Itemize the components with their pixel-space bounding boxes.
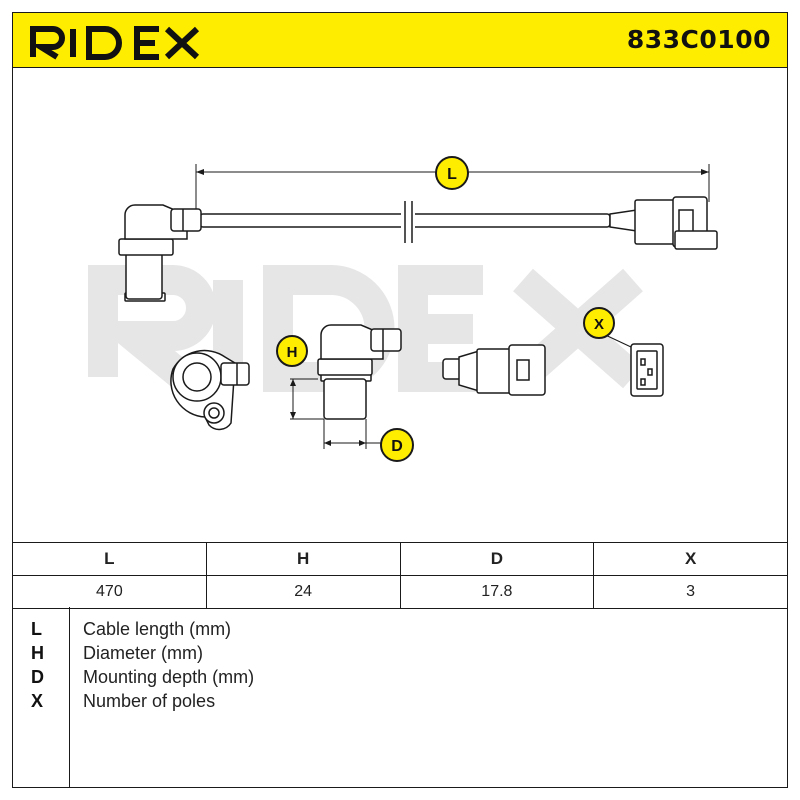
- callout-l: L: [435, 156, 469, 190]
- height-dimension: [290, 378, 324, 420]
- specs-value-x: 3: [593, 575, 788, 609]
- part-number: 833C0100: [626, 25, 771, 54]
- specs-header-h: H: [205, 542, 401, 576]
- svg-text:L: L: [447, 166, 457, 183]
- legend-item: H Diameter (mm): [13, 643, 783, 667]
- connector-pin-view: [598, 331, 664, 397]
- legend-desc: Cable length (mm): [83, 619, 232, 639]
- svg-text:X: X: [594, 316, 604, 333]
- legend-key: H: [31, 643, 44, 663]
- drawing-canvas: L H D X: [88, 156, 718, 462]
- specs-value-l: 470: [12, 575, 207, 609]
- callout-h: H: [276, 335, 308, 367]
- legend-divider: [69, 607, 70, 787]
- legend-desc: Mounting depth (mm): [83, 667, 255, 687]
- specs-header-l: L: [12, 542, 207, 576]
- svg-text:H: H: [287, 344, 298, 361]
- specs-header-d: D: [399, 542, 595, 576]
- svg-text:D: D: [391, 438, 403, 455]
- sensor-middle: [317, 324, 402, 420]
- sensor-head-top: [118, 204, 202, 302]
- legend-desc: Number of poles: [83, 691, 216, 711]
- legend-item: L Cable length (mm): [13, 619, 783, 643]
- legend-desc: Diameter (mm): [83, 643, 203, 663]
- legend-item: D Mounting depth (mm): [13, 667, 783, 691]
- legend-item: X Number of poles: [13, 691, 783, 715]
- connector-top: [609, 196, 718, 250]
- sensor-cable: [199, 201, 611, 243]
- depth-dimension: [323, 419, 383, 449]
- legend-key: X: [31, 691, 44, 711]
- connector-side: [442, 344, 546, 396]
- legend-key: D: [31, 667, 44, 687]
- callout-d: D: [380, 428, 414, 462]
- specs-value-h: 24: [205, 575, 401, 609]
- specs-value-d: 17.8: [399, 575, 595, 609]
- specs-value-row: 470 24 17.8 3: [12, 575, 788, 609]
- specs-table: L H D X 470 24 17.8 3: [12, 542, 788, 609]
- specs-header-x: X: [593, 542, 788, 576]
- legend-box: L Cable length (mm) H Diameter (mm) D Mo…: [12, 607, 788, 788]
- ridex-logo: [30, 26, 200, 60]
- technical-drawing: L H D X: [12, 67, 788, 543]
- header-bar: 833C0100: [12, 12, 788, 68]
- specs-header-row: L H D X: [12, 542, 788, 576]
- legend-key: L: [31, 619, 42, 639]
- sensor-flange: [170, 349, 250, 431]
- callout-x: X: [583, 307, 615, 339]
